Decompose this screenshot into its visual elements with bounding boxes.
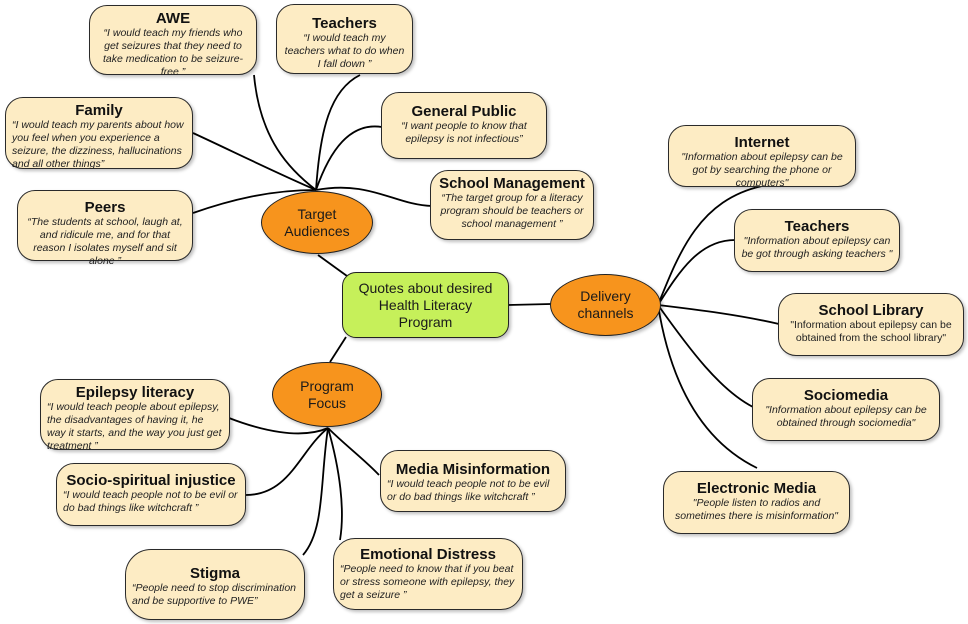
node-quote: “The target group for a literacy program… <box>440 192 584 230</box>
hub-delivery-channels-label: Delivery channels <box>577 288 634 321</box>
node-electronic-media: Electronic Media "People listen to radio… <box>663 471 850 534</box>
node-quote: "Information about epilepsy can be obtai… <box>765 404 927 429</box>
node-internet: Internet "Information about epilepsy can… <box>668 125 856 189</box>
node-title: Peers <box>84 199 126 216</box>
node-quote: "Information about epilepsy can be got t… <box>741 235 893 260</box>
link-internet <box>657 185 763 306</box>
hub-program-focus-label: Program Focus <box>300 377 354 411</box>
link-school-management <box>315 186 433 207</box>
node-title: Stigma <box>189 565 240 582</box>
node-epilepsy-literacy: Epilepsy literacy “I would teach people … <box>40 379 230 452</box>
node-general-public: General Public “I want people to know th… <box>381 92 547 159</box>
node-quote: “I would teach people not to be evil or … <box>63 489 238 514</box>
node-quote: "People listen to radios and sometimes t… <box>674 497 839 522</box>
link-emotional-distress <box>327 427 343 541</box>
link-sociomedia <box>657 304 754 408</box>
node-quote: “I would teach people not to be evil or … <box>387 478 550 503</box>
node-title: Family <box>75 102 123 119</box>
link-center-program-focus <box>329 336 347 363</box>
hub-delivery-channels: Delivery channels <box>550 274 661 336</box>
hub-target-audiences: Target Audiences <box>261 191 373 254</box>
central-topic-label: Quotes about desired Health Literacy Pro… <box>358 279 493 330</box>
link-stigma <box>302 427 329 556</box>
node-title: School Management <box>439 175 585 192</box>
link-awe <box>253 74 317 191</box>
node-title: Media Misinformation <box>395 461 551 478</box>
link-center-delivery-channels <box>507 303 552 306</box>
node-quote: “People need to know that if you beat or… <box>340 563 515 601</box>
link-media-misinformation <box>327 427 380 476</box>
link-epilepsy-literacy <box>228 417 329 435</box>
node-title: AWE <box>155 10 191 27</box>
hub-program-focus: Program Focus <box>272 362 382 427</box>
link-electronic-media <box>657 304 758 469</box>
node-quote: "Information about epilepsy can be obtai… <box>790 319 952 344</box>
link-socio-spiritual <box>245 427 329 496</box>
link-teachers-delivery <box>657 239 736 306</box>
node-title: General Public <box>411 103 517 120</box>
node-title: Socio-spiritual injustice <box>66 472 236 489</box>
node-quote: “I would teach people about epilepsy, th… <box>47 401 222 452</box>
node-peers: Peers “The students at school, laugh at,… <box>17 190 193 267</box>
link-center-target-audiences <box>317 254 348 277</box>
node-quote: “The students at school, laugh at, and r… <box>27 216 183 267</box>
node-title: Electronic Media <box>696 480 817 497</box>
node-title: Teachers <box>312 15 377 32</box>
node-title: Emotional Distress <box>360 546 496 563</box>
node-title: Sociomedia <box>803 387 889 404</box>
central-topic: Quotes about desired Health Literacy Pro… <box>342 272 509 338</box>
node-emotional-distress: Emotional Distress “People need to know … <box>333 538 523 610</box>
node-title: Teachers <box>784 218 850 235</box>
node-media-misinformation: Media Misinformation “I would teach peop… <box>380 450 566 512</box>
node-stigma: Stigma “People need to stop discriminati… <box>125 549 305 620</box>
node-sociomedia: Sociomedia "Information about epilepsy c… <box>752 378 940 441</box>
node-title: School Library <box>818 302 924 319</box>
link-general-public <box>315 125 383 191</box>
link-family <box>192 132 317 191</box>
link-school-library <box>657 304 780 325</box>
node-teachers-delivery: Teachers "Information about epilepsy can… <box>734 209 900 272</box>
node-school-library: School Library "Information about epilep… <box>778 293 964 356</box>
node-quote: "Information about epilepsy can be got b… <box>681 151 843 189</box>
node-socio-spiritual-injustice: Socio-spiritual injustice “I would teach… <box>56 463 246 526</box>
node-title: Internet <box>734 134 790 151</box>
link-teachers-top <box>315 74 361 191</box>
node-school-management: School Management “The target group for … <box>430 170 594 240</box>
node-title: Epilepsy literacy <box>75 384 195 401</box>
node-quote: “I would teach my teachers what to do wh… <box>284 32 405 70</box>
link-peers <box>192 189 317 214</box>
node-quote: “I would teach my friends who get seizur… <box>102 27 244 78</box>
hub-target-audiences-label: Target Audiences <box>284 205 350 239</box>
node-quote: “People need to stop discrimination and … <box>132 582 297 607</box>
node-family: Family “I would teach my parents about h… <box>5 97 193 170</box>
node-teachers-audience: Teachers “I would teach my teachers what… <box>276 4 413 74</box>
node-awe: AWE “I would teach my friends who get se… <box>89 5 257 78</box>
node-quote: “I would teach my parents about how you … <box>12 119 184 170</box>
node-quote: “I want people to know that epilepsy is … <box>401 120 527 145</box>
